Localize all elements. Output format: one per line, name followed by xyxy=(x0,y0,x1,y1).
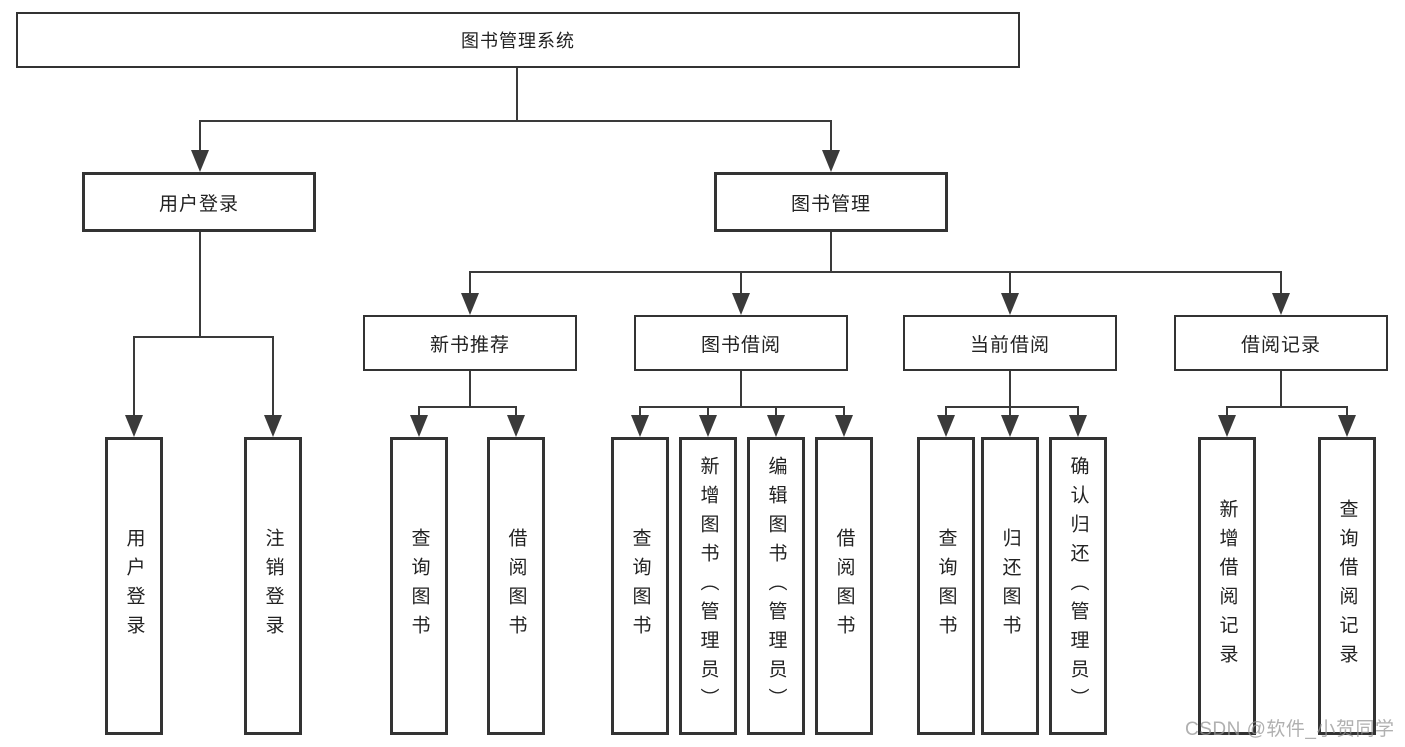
arrow-down-icon xyxy=(631,415,649,437)
node-label: 用户登录 xyxy=(158,193,239,215)
node-label: 查询图书 xyxy=(935,528,957,644)
arrow-down-icon xyxy=(937,415,955,437)
connector-shaft xyxy=(740,271,742,296)
connector-root-hline xyxy=(199,120,832,122)
connector-currentborrow-hline xyxy=(945,406,1079,408)
arrow-down-icon xyxy=(1001,415,1019,437)
connector-shaft xyxy=(199,120,201,154)
node-borrow-books-1: 借阅图书 xyxy=(487,437,545,735)
arrow-down-icon xyxy=(264,415,282,437)
connector-bookborrow-stem xyxy=(740,371,742,408)
arrow-down-icon xyxy=(1272,293,1290,315)
node-label: 新增图书（管理员） xyxy=(697,455,719,717)
node-book-borrow: 图书借阅 xyxy=(634,315,848,371)
node-label: 查询图书 xyxy=(629,528,651,644)
connector-shaft xyxy=(830,120,832,154)
arrow-down-icon xyxy=(835,415,853,437)
connector-shaft xyxy=(1346,406,1348,418)
connector-shaft xyxy=(843,406,845,418)
node-add-book-admin: 新增图书（管理员） xyxy=(679,437,737,735)
node-query-books-2: 查询图书 xyxy=(611,437,669,735)
arrow-down-icon xyxy=(125,415,143,437)
arrow-down-icon xyxy=(732,293,750,315)
arrow-down-icon xyxy=(822,150,840,172)
arrow-down-icon xyxy=(1338,415,1356,437)
arrow-down-icon xyxy=(699,415,717,437)
arrow-down-icon xyxy=(507,415,525,437)
node-confirm-return-admin: 确认归还（管理员） xyxy=(1049,437,1107,735)
node-label: 用户登录 xyxy=(123,528,145,644)
node-query-books-3: 查询图书 xyxy=(917,437,975,735)
node-borrow-records: 借阅记录 xyxy=(1174,315,1388,371)
node-label: 确认归还（管理员） xyxy=(1067,455,1089,717)
node-label: 图书管理 xyxy=(790,193,871,215)
node-label: 新书推荐 xyxy=(429,334,510,356)
node-label: 当前借阅 xyxy=(969,334,1050,356)
node-query-borrow-record: 查询借阅记录 xyxy=(1318,437,1376,735)
node-new-book-recommend: 新书推荐 xyxy=(363,315,577,371)
connector-root-stem xyxy=(516,68,518,122)
connector-bookborrow-hline xyxy=(639,406,845,408)
connector-newbook-stem xyxy=(469,371,471,408)
node-return-book: 归还图书 xyxy=(981,437,1039,735)
connector-shaft xyxy=(418,406,420,418)
connector-shaft xyxy=(1009,406,1011,418)
connector-currentborrow-stem xyxy=(1009,371,1011,408)
node-label: 查询借阅记录 xyxy=(1336,499,1358,673)
node-logout: 注销登录 xyxy=(244,437,302,735)
arrow-down-icon xyxy=(1001,293,1019,315)
connector-shaft xyxy=(775,406,777,418)
node-query-books-1: 查询图书 xyxy=(390,437,448,735)
node-borrow-books-2: 借阅图书 xyxy=(815,437,873,735)
connector-borrowrecords-stem xyxy=(1280,371,1282,408)
connector-shaft xyxy=(1077,406,1079,418)
connector-shaft xyxy=(1226,406,1228,418)
arrow-down-icon xyxy=(767,415,785,437)
connector-shaft xyxy=(707,406,709,418)
connector-shaft xyxy=(639,406,641,418)
node-label: 图书管理系统 xyxy=(461,31,575,51)
node-edit-book-admin: 编辑图书（管理员） xyxy=(747,437,805,735)
arrow-down-icon xyxy=(410,415,428,437)
node-user-login-leaf: 用户登录 xyxy=(105,437,163,735)
connector-bookmgmt-hline xyxy=(469,271,1282,273)
connector-userlogin-stem xyxy=(199,232,201,338)
node-library-management-system: 图书管理系统 xyxy=(16,12,1020,68)
node-add-borrow-record: 新增借阅记录 xyxy=(1198,437,1256,735)
connector-shaft xyxy=(515,406,517,418)
node-book-management: 图书管理 xyxy=(714,172,948,232)
connector-shaft xyxy=(1009,271,1011,296)
node-current-borrow: 当前借阅 xyxy=(903,315,1117,371)
connector-newbook-hline xyxy=(418,406,517,408)
arrow-down-icon xyxy=(191,150,209,172)
node-label: 新增借阅记录 xyxy=(1216,499,1238,673)
connector-bookmgmt-stem xyxy=(830,232,832,273)
node-label: 注销登录 xyxy=(262,528,284,644)
node-label: 借阅图书 xyxy=(505,528,527,644)
node-user-login: 用户登录 xyxy=(82,172,316,232)
connector-shaft xyxy=(272,336,274,417)
node-label: 查询图书 xyxy=(408,528,430,644)
node-label: 借阅记录 xyxy=(1240,334,1321,356)
connector-userlogin-hline xyxy=(133,336,274,338)
connector-borrowrecords-hline xyxy=(1226,406,1348,408)
arrow-down-icon xyxy=(1218,415,1236,437)
node-label: 编辑图书（管理员） xyxy=(765,455,787,717)
node-label: 借阅图书 xyxy=(833,528,855,644)
connector-shaft xyxy=(945,406,947,418)
node-label: 归还图书 xyxy=(999,528,1021,644)
connector-shaft xyxy=(469,271,471,296)
connector-shaft xyxy=(1280,271,1282,296)
connector-shaft xyxy=(133,336,135,417)
arrow-down-icon xyxy=(1069,415,1087,437)
node-label: 图书借阅 xyxy=(700,334,781,356)
arrow-down-icon xyxy=(461,293,479,315)
csdn-watermark: CSDN @软件_小贺同学 xyxy=(1185,719,1395,740)
